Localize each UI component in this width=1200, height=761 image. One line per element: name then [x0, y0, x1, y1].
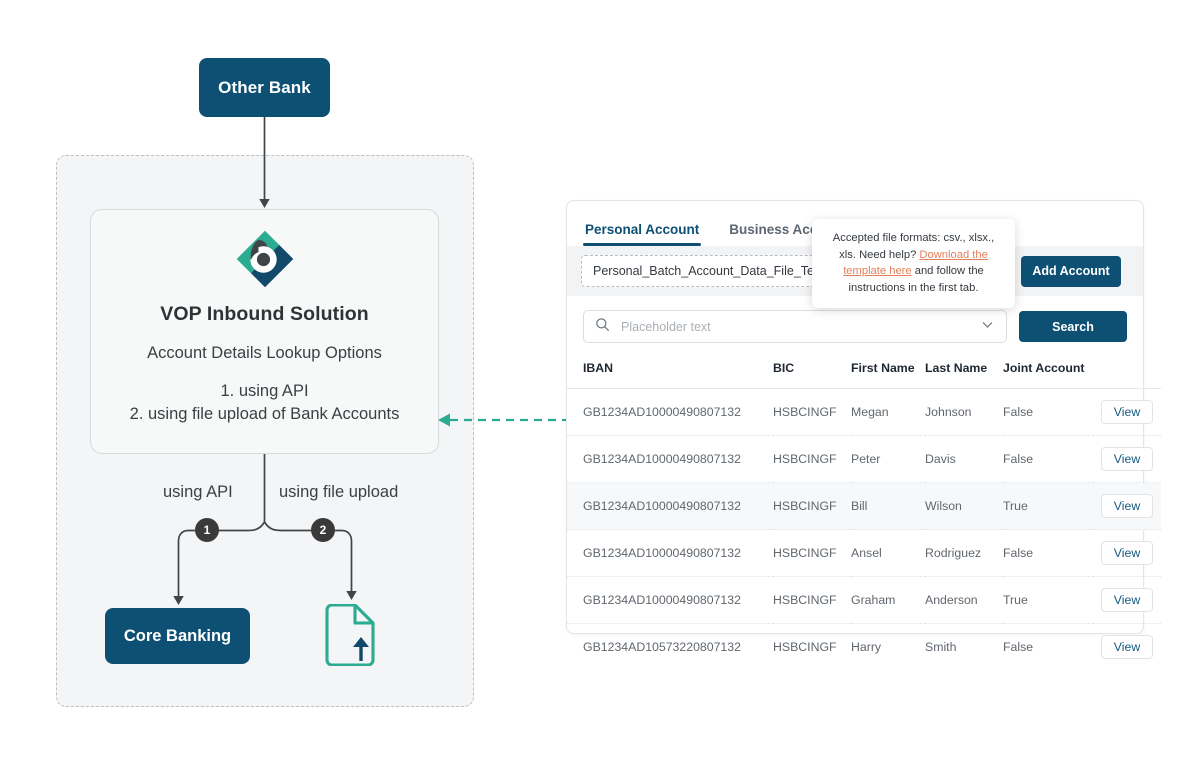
tab-personal-account-label: Personal Account [585, 222, 700, 237]
node-other-bank-label: Other Bank [218, 77, 311, 97]
search-button[interactable]: Search [1019, 311, 1127, 342]
brand-diamond-b-logo-icon [236, 230, 293, 288]
cell-iban: GB1234AD10000490807132 [567, 529, 773, 577]
document-upload-icon [325, 604, 375, 666]
step-badge-1-label: 1 [203, 523, 211, 537]
chevron-down-icon[interactable] [980, 317, 995, 337]
table-row: GB1234AD10573220807132 HSBCINGF Harry Smith… [567, 624, 1161, 671]
cell-first-name: Harry [851, 640, 882, 654]
cell-last-name: Rodriguez [925, 529, 1003, 577]
search-input[interactable] [619, 318, 971, 335]
cell-joint-account: False [1003, 640, 1034, 654]
node-core-banking-label: Core Banking [123, 626, 232, 645]
tooltip-line-1: Accepted file formats: csv., xlsx., xls. [832, 232, 995, 261]
cell-bic: HSBCINGF [773, 640, 837, 654]
cell-first-name: Peter [851, 435, 925, 483]
cell-joint-account: False [1003, 388, 1093, 436]
column-header-bic: BIC [773, 355, 851, 389]
cell-actions: View [1093, 482, 1161, 530]
cell-joint-account: True [1003, 576, 1093, 624]
tooltip-line-2-pre: Need help? [859, 248, 917, 261]
cell-last-name: Wilson [925, 482, 1003, 530]
cell-first-name: Bill [851, 482, 925, 530]
search-row: Search [567, 296, 1143, 355]
cell-iban: GB1234AD10000490807132 [567, 388, 773, 436]
search-icon [595, 317, 610, 337]
vop-card-subtitle: Account Details Lookup Options [147, 344, 382, 362]
column-header-iban: IBAN [567, 355, 773, 389]
architecture-diagram: Other Bank VOP Inbound Solution A [0, 0, 576, 761]
column-header-actions [1093, 355, 1161, 389]
cell-actions: View [1093, 576, 1161, 624]
tab-personal-account[interactable]: Personal Account [583, 222, 702, 246]
cell-actions: View [1093, 624, 1161, 671]
node-core-banking: Core Banking [105, 608, 250, 664]
column-header-last-name: Last Name [925, 355, 1003, 389]
cell-actions: View [1093, 388, 1161, 436]
cell-iban: GB1234AD10000490807132 [567, 482, 773, 530]
branch-label-using-file-upload: using file upload [279, 483, 399, 501]
vop-card-title: VOP Inbound Solution [160, 303, 369, 325]
cell-bic: HSBCINGF [773, 435, 851, 483]
cell-first-name: Graham [851, 576, 925, 624]
tooltip-line-2-post: and follow the instructions in the first… [848, 265, 984, 294]
vop-card-option-2: 2. using file upload of Bank Accounts [129, 405, 400, 423]
cell-bic: HSBCINGF [773, 388, 851, 436]
cell-last-name: Davis [925, 435, 1003, 483]
search-field[interactable] [583, 310, 1007, 343]
view-button[interactable]: View [1100, 588, 1154, 612]
cell-last-name: Smith [925, 640, 957, 654]
uploaded-file-name: Personal_Batch_Account_Data_File_Templat… [593, 264, 863, 278]
vop-inbound-solution-card: VOP Inbound Solution Account Details Loo… [90, 209, 439, 454]
cell-bic: HSBCINGF [773, 576, 851, 624]
cell-actions: View [1093, 435, 1161, 483]
cell-iban: GB1234AD10573220807132 [583, 640, 741, 654]
accounts-table: IBAN BIC First Name Last Name Joint Acco… [567, 355, 1161, 670]
step-badge-2-label: 2 [319, 523, 327, 537]
node-other-bank: Other Bank [199, 58, 330, 117]
column-header-first-name: First Name [851, 355, 925, 389]
cell-last-name: Johnson [925, 388, 1003, 436]
cell-bic: HSBCINGF [773, 529, 851, 577]
view-button[interactable]: View [1100, 400, 1154, 424]
cell-joint-account: False [1003, 529, 1093, 577]
dashed-arrow-left-icon [438, 413, 576, 427]
cell-iban: GB1234AD10000490807132 [567, 435, 773, 483]
table-header-row: IBAN BIC First Name Last Name Joint Acco… [567, 355, 1161, 389]
cell-actions: View [1093, 529, 1161, 577]
file-format-tooltip: Accepted file formats: csv., xlsx., xls.… [812, 219, 1015, 308]
view-button[interactable]: View [1100, 541, 1154, 565]
add-account-button[interactable]: Add Account [1021, 255, 1121, 287]
view-button[interactable]: View [1100, 447, 1154, 471]
cell-joint-account: True [1003, 482, 1093, 530]
column-header-joint-account: Joint Account [1003, 355, 1093, 389]
cell-iban: GB1234AD10000490807132 [567, 576, 773, 624]
step-badge-2: 2 [311, 518, 335, 542]
cell-joint-account: False [1003, 435, 1093, 483]
view-button[interactable]: View [1100, 494, 1154, 518]
cell-first-name: Ansel [851, 529, 925, 577]
view-button[interactable]: View [1100, 635, 1154, 659]
download-template-link[interactable]: Download the template here [843, 248, 988, 278]
accounts-panel: Personal Account Business Account Person… [566, 200, 1161, 659]
cell-last-name: Anderson [925, 576, 1003, 624]
upload-toolbar: Personal_Batch_Account_Data_File_Templat… [567, 219, 1143, 308]
branch-label-using-api: using API [163, 483, 233, 501]
diagram-connectors [173, 117, 357, 605]
vop-card-option-1: 1. using API [220, 382, 309, 400]
step-badge-1: 1 [195, 518, 219, 542]
cell-bic: HSBCINGF [773, 482, 851, 530]
cell-first-name: Megan [851, 388, 925, 436]
